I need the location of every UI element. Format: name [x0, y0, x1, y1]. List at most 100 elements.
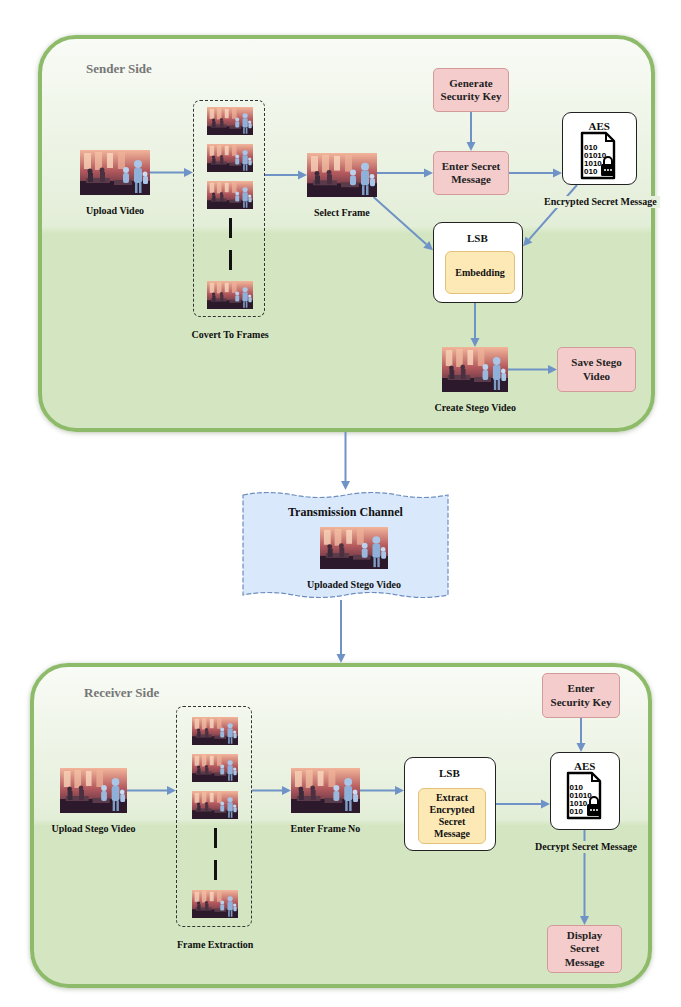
binary-digits: 010	[570, 784, 583, 792]
process-box: Save Stego Video	[557, 347, 636, 392]
binary-digits: 01010	[570, 792, 592, 800]
connector-line	[340, 600, 342, 654]
image-caption: Uploaded Stego Video	[307, 579, 401, 591]
binary-digits: 1010	[584, 160, 602, 168]
image-caption: Upload Stego Video	[52, 823, 136, 835]
connector-line	[360, 790, 395, 792]
aes-cipher-box: AESEncrypted Secret Message0100101010100…	[562, 112, 637, 185]
connector-line	[127, 790, 167, 792]
frame-ellipsis	[176, 706, 252, 927]
video-thumbnail-use	[442, 347, 508, 392]
frame-thumbnail-use	[207, 144, 253, 172]
video-frame-image: Select Frame	[307, 153, 377, 197]
process-box: Display Secret Message	[547, 925, 622, 973]
frame-thumbnail	[207, 281, 253, 309]
connector-line	[470, 112, 472, 142]
frames-caption-holder: Frame Extraction	[177, 934, 253, 952]
panel-heading-holder: Receiver Side	[84, 683, 159, 701]
process-box: Generate Security Key	[433, 68, 509, 112]
frame-thumbnail-use	[207, 281, 253, 309]
image-caption: Encrypted Secret Message	[541, 196, 660, 208]
frame-sequence-box: Covert To Frames	[193, 100, 265, 317]
image-caption: Decrypt Secret Message	[532, 841, 640, 853]
image-caption-holder: Create Stego Video	[435, 397, 516, 415]
frame-thumbnail-use	[192, 754, 238, 782]
connector-line	[474, 303, 476, 338]
frame-thumbnail-use	[207, 107, 253, 135]
frame-thumbnail	[192, 890, 238, 918]
frame-thumbnail	[192, 754, 238, 782]
image-caption-holder: Select Frame	[314, 202, 370, 220]
frame-thumbnail-use	[207, 181, 253, 209]
connector-line	[509, 172, 553, 174]
image-caption-holder: Uploaded Stego Video	[307, 574, 401, 592]
aes-cipher-box: AESDecrypt Secret Message010010101010010	[550, 752, 620, 830]
box-title-holder: LSB	[439, 763, 460, 781]
video-thumbnail	[60, 768, 127, 813]
embedding-box: Embedding	[445, 251, 515, 294]
connector-line	[252, 790, 282, 792]
swimlane-panel: Sender SideUpload VideoCovert To FramesS…	[38, 35, 655, 432]
frame-thumbnail-use	[192, 717, 238, 745]
arrow-connector	[341, 432, 350, 490]
video-thumbnail	[320, 527, 388, 569]
frame-thumbnail	[192, 717, 238, 745]
binary-digits: 010	[584, 168, 597, 176]
connector-line	[508, 369, 548, 371]
frame-thumbnail-use	[192, 890, 238, 918]
video-thumbnail	[291, 768, 360, 813]
frames-caption-holder: Covert To Frames	[192, 324, 269, 342]
frame-ellipsis-dash	[229, 218, 232, 270]
video-thumbnail-use	[291, 768, 360, 813]
video-thumbnail	[307, 153, 377, 197]
cloud-title: Transmission Channel	[288, 505, 403, 519]
video-frame-image: Create Stego Video	[442, 347, 508, 392]
cloud-title-holder: Transmission Channel	[288, 502, 403, 520]
video-frame-image: Upload Video	[80, 150, 150, 195]
connector-line	[150, 172, 184, 174]
panel-heading: Sender Side	[86, 61, 152, 77]
box-text: Embedding	[455, 267, 504, 279]
frame-thumbnail	[207, 107, 253, 135]
video-thumbnail-use	[80, 150, 150, 195]
swimlane-panel: Receiver SideUpload Stego VideoFrame Ext…	[30, 663, 652, 988]
box-title: AES	[574, 760, 595, 773]
frame-thumbnail	[192, 791, 238, 819]
frame-thumbnail	[207, 144, 253, 172]
image-caption: Enter Frame No	[291, 823, 361, 835]
connector-line	[496, 803, 541, 805]
binary-digits: 010	[570, 808, 583, 816]
image-caption: Select Frame	[314, 207, 370, 219]
lsb-box: LSB Embedding	[433, 222, 523, 303]
panel-heading-holder: Sender Side	[86, 59, 152, 77]
document-lock-icon-use	[568, 773, 601, 818]
connector-line	[377, 172, 424, 174]
frames-caption: Frame Extraction	[177, 939, 253, 951]
video-thumbnail	[80, 150, 150, 195]
process-box: Enter Secret Message	[433, 151, 509, 195]
binary-digits: 01010	[584, 152, 606, 160]
box-title-holder: LSB	[467, 228, 488, 246]
video-thumbnail-use	[320, 527, 388, 569]
connector-line	[580, 718, 582, 743]
video-thumbnail-use	[307, 153, 377, 197]
connector-line	[345, 432, 347, 481]
box-text: Display Secret Message	[552, 929, 617, 969]
video-frame-image: Uploaded Stego Video	[320, 527, 388, 569]
box-text: Enter Secret Message	[438, 160, 504, 186]
box-text: Enter Security Key	[547, 682, 615, 708]
box-title-holder: AES	[574, 756, 595, 774]
connector-line	[265, 174, 298, 176]
box-text: Save Stego Video	[562, 356, 631, 382]
box-title: LSB	[467, 232, 488, 245]
binary-digits: 010	[584, 144, 597, 152]
video-frame-image: Enter Frame No	[291, 768, 360, 813]
image-caption-holder: Decrypt Secret Message	[532, 836, 640, 854]
wavy-shape	[243, 493, 448, 598]
embedding-box: Extract Encrypted Secret Message	[418, 788, 486, 844]
box-title: LSB	[439, 767, 460, 780]
arrowhead	[337, 654, 346, 663]
video-thumbnail	[442, 347, 508, 392]
image-caption-holder: Encrypted Secret Message	[541, 191, 660, 209]
frame-thumbnail	[207, 181, 253, 209]
